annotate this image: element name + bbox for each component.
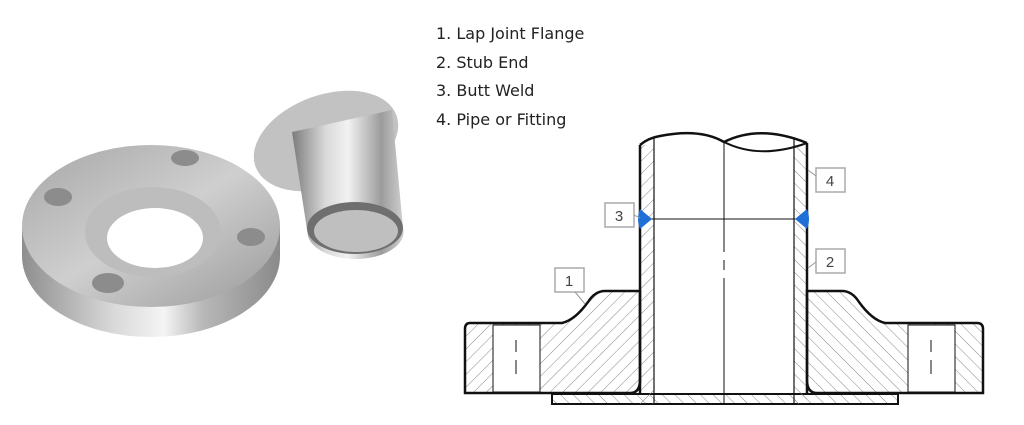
flange-photo bbox=[22, 145, 280, 337]
svg-text:3: 3 bbox=[615, 208, 623, 225]
svg-text:1: 1 bbox=[565, 273, 573, 290]
legend: 1. Lap Joint Flange 2. Stub End 3. Butt … bbox=[436, 20, 584, 134]
callout-4: 4 bbox=[807, 167, 846, 193]
flange-left bbox=[463, 289, 642, 395]
legend-item: 2. Stub End bbox=[436, 52, 529, 72]
svg-text:2: 2 bbox=[826, 254, 834, 271]
flange-right bbox=[805, 289, 985, 395]
callout-2: 2 bbox=[807, 248, 846, 274]
weld-left bbox=[638, 209, 652, 229]
pipe-break bbox=[639, 131, 808, 146]
pipe-wall-left bbox=[640, 140, 654, 404]
legend-item: 1. Lap Joint Flange bbox=[436, 24, 585, 43]
stub-end-photo bbox=[253, 90, 404, 260]
stub-end-lap bbox=[551, 393, 899, 405]
weld-right bbox=[795, 209, 809, 229]
svg-text:4: 4 bbox=[826, 173, 834, 190]
callout-3: 3 bbox=[604, 202, 641, 228]
pipe-wall-right bbox=[794, 140, 807, 404]
legend-item: 4. Pipe or Fitting bbox=[436, 109, 567, 129]
legend-item: 3. Butt Weld bbox=[436, 81, 535, 100]
callout-1: 1 bbox=[554, 267, 586, 305]
lap-joint-flange-photo bbox=[22, 90, 404, 337]
